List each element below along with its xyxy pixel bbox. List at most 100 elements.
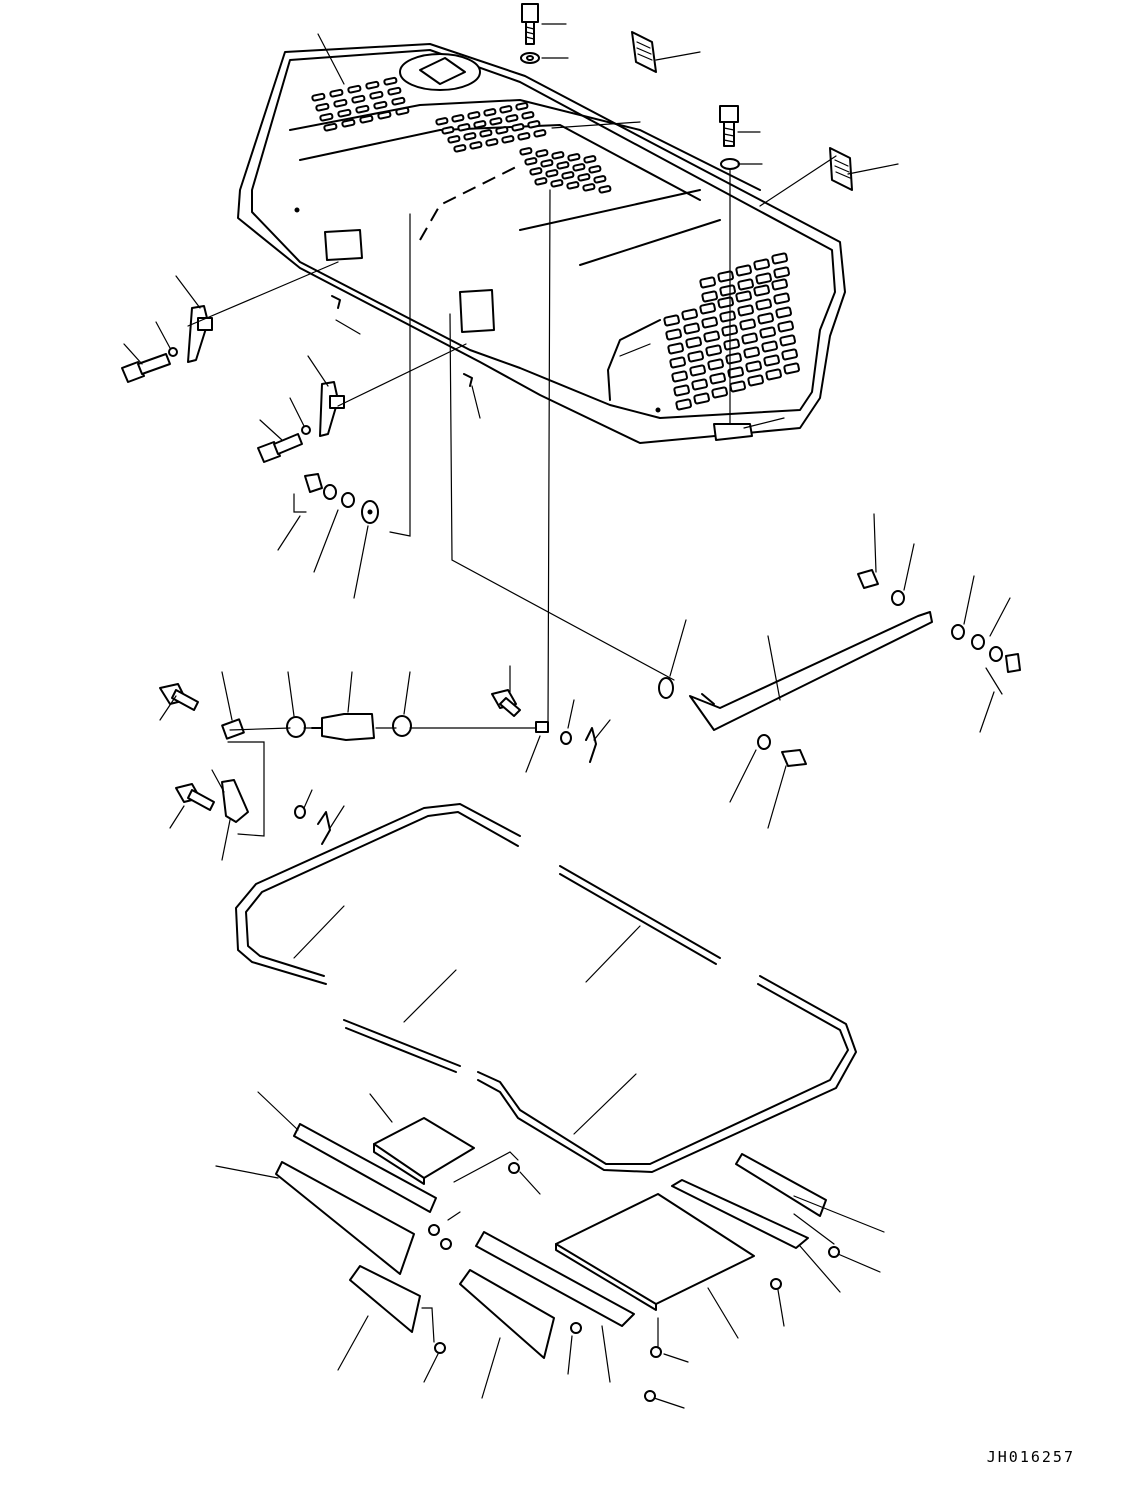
vent-slot	[506, 115, 518, 122]
leader-line	[124, 344, 142, 364]
leader-line	[670, 620, 686, 676]
vent-slot	[754, 259, 769, 270]
vent-slot	[480, 130, 492, 137]
vent-slot	[352, 96, 365, 103]
vent-slot	[338, 110, 351, 117]
vent-slot	[666, 329, 681, 340]
callout-leader-lines	[124, 24, 1010, 1408]
vent-slot	[694, 393, 709, 404]
vent-slot	[774, 293, 789, 304]
leader-line	[216, 1166, 278, 1178]
vent-slot	[748, 375, 763, 386]
vent-slot	[458, 124, 470, 131]
vent-slot	[730, 381, 745, 392]
vent-slot	[468, 112, 480, 119]
vent-slot	[676, 399, 691, 410]
vent-slot	[684, 323, 699, 334]
leader-line	[212, 770, 224, 792]
leader-line	[258, 1092, 298, 1130]
vent-slot	[370, 92, 383, 99]
vent-slot	[378, 112, 391, 119]
vent-slot	[756, 273, 771, 284]
vent-slot	[557, 162, 569, 169]
hinge-bolt-lower	[258, 426, 310, 462]
vent-slot	[454, 145, 466, 152]
vent-slot	[512, 124, 524, 131]
vent-slot	[442, 127, 454, 134]
leader-line	[404, 672, 410, 714]
gas-spring-assembly	[160, 684, 596, 762]
vent-slot	[392, 98, 405, 105]
leader-line	[330, 806, 344, 828]
vent-slot	[541, 160, 553, 167]
hinge-latch-lower	[320, 382, 344, 436]
vent-slot	[356, 106, 369, 113]
vent-slot	[710, 373, 725, 384]
vent-slot	[740, 319, 755, 330]
vent-slot	[720, 285, 735, 296]
vent-slot	[520, 148, 532, 155]
leader-line	[568, 1336, 572, 1374]
vent-slot	[724, 339, 739, 350]
vent-slot	[536, 150, 548, 157]
alignment-lines	[188, 170, 1002, 1348]
leader-line	[222, 672, 232, 720]
top-bolt	[522, 4, 538, 44]
vent-slot	[776, 307, 791, 318]
vent-slot	[702, 317, 717, 328]
insulation-pads	[276, 1118, 826, 1358]
leader-line	[308, 356, 328, 386]
vent-slot	[490, 118, 502, 125]
vent-slot	[502, 136, 514, 143]
name-plate-right	[830, 148, 852, 190]
leader-line	[304, 790, 312, 808]
vent-slot	[388, 88, 401, 95]
leader-line	[294, 906, 344, 958]
vent-slot	[330, 90, 343, 97]
vent-slot	[738, 305, 753, 316]
vent-slot	[760, 327, 775, 338]
hood-seal-gasket	[236, 804, 856, 1172]
leader-line	[744, 418, 784, 428]
vent-slot	[496, 127, 508, 134]
vent-slot	[670, 357, 685, 368]
drawing-id-label: JH016257	[986, 1448, 1075, 1466]
vent-slot	[525, 158, 537, 165]
vent-slot	[738, 279, 753, 290]
vent-slot	[374, 102, 387, 109]
leader-line	[222, 820, 230, 860]
vent-slot	[312, 94, 325, 101]
vent-slot	[692, 379, 707, 390]
vent-slot	[578, 174, 590, 181]
vent-slot	[736, 265, 751, 276]
vent-slot	[700, 303, 715, 314]
vent-slot	[568, 154, 580, 161]
leader-line	[574, 1074, 636, 1134]
vent-slot	[728, 367, 743, 378]
leader-line	[602, 1326, 610, 1382]
vent-slot	[772, 253, 787, 264]
vent-slot	[672, 371, 687, 382]
leader-line	[586, 926, 640, 982]
vent-slot	[754, 285, 769, 296]
vent-slot	[700, 277, 715, 288]
vent-slot	[484, 109, 496, 116]
vent-slot	[774, 267, 789, 278]
vent-slot	[384, 78, 397, 85]
vent-slot	[599, 186, 611, 193]
leader-line	[848, 164, 898, 174]
vent-slot	[664, 315, 679, 326]
vent-slot	[708, 359, 723, 370]
vent-slot	[452, 115, 464, 122]
vent-slot	[584, 156, 596, 163]
leader-line	[424, 1354, 438, 1382]
leader-line	[656, 52, 700, 60]
leader-line	[874, 514, 876, 572]
vent-slot	[436, 118, 448, 125]
leader-line	[708, 1288, 738, 1338]
vent-slot	[758, 313, 773, 324]
hinge-latch-upper	[188, 306, 212, 362]
leader-line	[482, 1338, 500, 1398]
vent-slot	[573, 164, 585, 171]
vent-slot	[342, 120, 355, 127]
